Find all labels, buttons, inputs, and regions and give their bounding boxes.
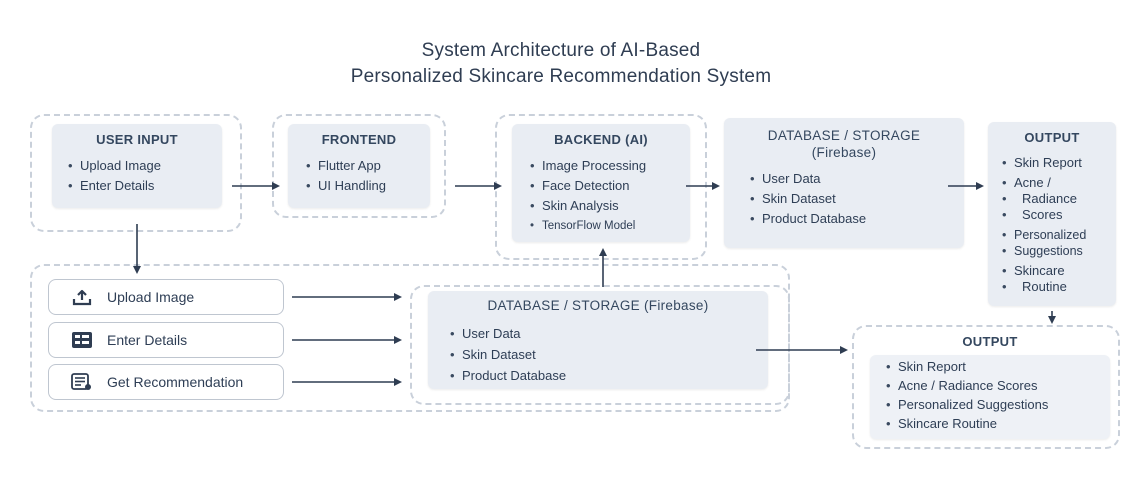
output-bottom-item: Acne / Radiance Scores: [884, 378, 1110, 394]
database-top-item: Skin Dataset: [748, 191, 964, 207]
backend-item: Skin Analysis: [528, 198, 690, 214]
backend-title: BACKEND (AI): [554, 132, 648, 147]
database-bottom-group: [410, 285, 790, 405]
output-bottom-item: Personalized Suggestions: [884, 397, 1110, 413]
output-top-item: Skincare: [1000, 263, 1116, 279]
user-input-item: Enter Details: [66, 178, 222, 194]
database-bottom-box: DATABASE / STORAGE (Firebase) User Data …: [428, 291, 768, 389]
output-top-title: OUTPUT: [1024, 130, 1080, 145]
frontend-item: UI Handling: [304, 178, 430, 194]
upload-icon: [71, 288, 93, 306]
output-top-item: Scores: [1000, 207, 1116, 223]
output-top-item: Acne /: [1000, 175, 1116, 191]
output-top-item: Suggestions: [1000, 243, 1116, 259]
database-top-box: DATABASE / STORAGE (Firebase) User Data …: [724, 118, 964, 248]
database-bottom-item: Product Database: [448, 368, 768, 384]
database-bottom-title: DATABASE / STORAGE (Firebase): [487, 298, 709, 313]
database-bottom-item: Skin Dataset: [448, 347, 768, 363]
user-input-title: USER INPUT: [96, 132, 178, 147]
database-top-title: DATABASE / STORAGE: [767, 128, 921, 143]
output-top-item: Personalized: [1000, 227, 1116, 243]
frontend-group: [272, 114, 446, 218]
output-top-item: Routine: [1000, 279, 1116, 295]
output-bottom-title: OUTPUT: [962, 334, 1018, 349]
output-top-item: Skin Report: [1000, 155, 1116, 171]
backend-item: Face Detection: [528, 178, 690, 194]
enter-details-button[interactable]: Enter Details: [48, 322, 284, 358]
diagram-title-line2: Personalized Skincare Recommendation Sys…: [350, 66, 772, 87]
frontend-title: FRONTEND: [321, 132, 397, 147]
output-bottom-item: Skincare Routine: [884, 416, 1110, 432]
diagram-title-line1: System Architecture of AI-Based: [421, 40, 701, 61]
database-bottom-item: User Data: [448, 326, 768, 342]
list-icon: [71, 373, 93, 391]
output-bottom-box: Skin Report Acne / Radiance Scores Perso…: [870, 355, 1110, 439]
output-top-item: Radiance: [1000, 191, 1116, 207]
user-input-item: Upload Image: [66, 158, 222, 174]
output-top-box: OUTPUT Skin Report Acne / Radiance Score…: [988, 122, 1116, 306]
database-top-item: Product Database: [748, 211, 964, 227]
backend-item: TensorFlow Model: [528, 218, 690, 234]
user-input-box: USER INPUT Upload Image Enter Details: [52, 124, 222, 208]
user-input-group: [30, 114, 242, 232]
form-icon: [71, 331, 93, 349]
upload-image-label: Upload Image: [107, 289, 195, 305]
output-bottom-item: Skin Report: [884, 359, 1110, 375]
output-bottom-group: [852, 325, 1120, 449]
upload-image-button[interactable]: Upload Image: [48, 279, 284, 315]
backend-box: BACKEND (AI) Image Processing Face Detec…: [512, 124, 690, 242]
frontend-item: Flutter App: [304, 158, 430, 174]
backend-item: Image Processing: [528, 158, 690, 174]
database-top-item: User Data: [748, 171, 964, 187]
get-recommendation-button[interactable]: Get Recommendation: [48, 364, 284, 400]
database-top-subtitle: (Firebase): [811, 145, 877, 160]
frontend-box: FRONTEND Flutter App UI Handling: [288, 124, 430, 208]
get-recommendation-label: Get Recommendation: [107, 374, 244, 390]
enter-details-label: Enter Details: [107, 332, 188, 348]
